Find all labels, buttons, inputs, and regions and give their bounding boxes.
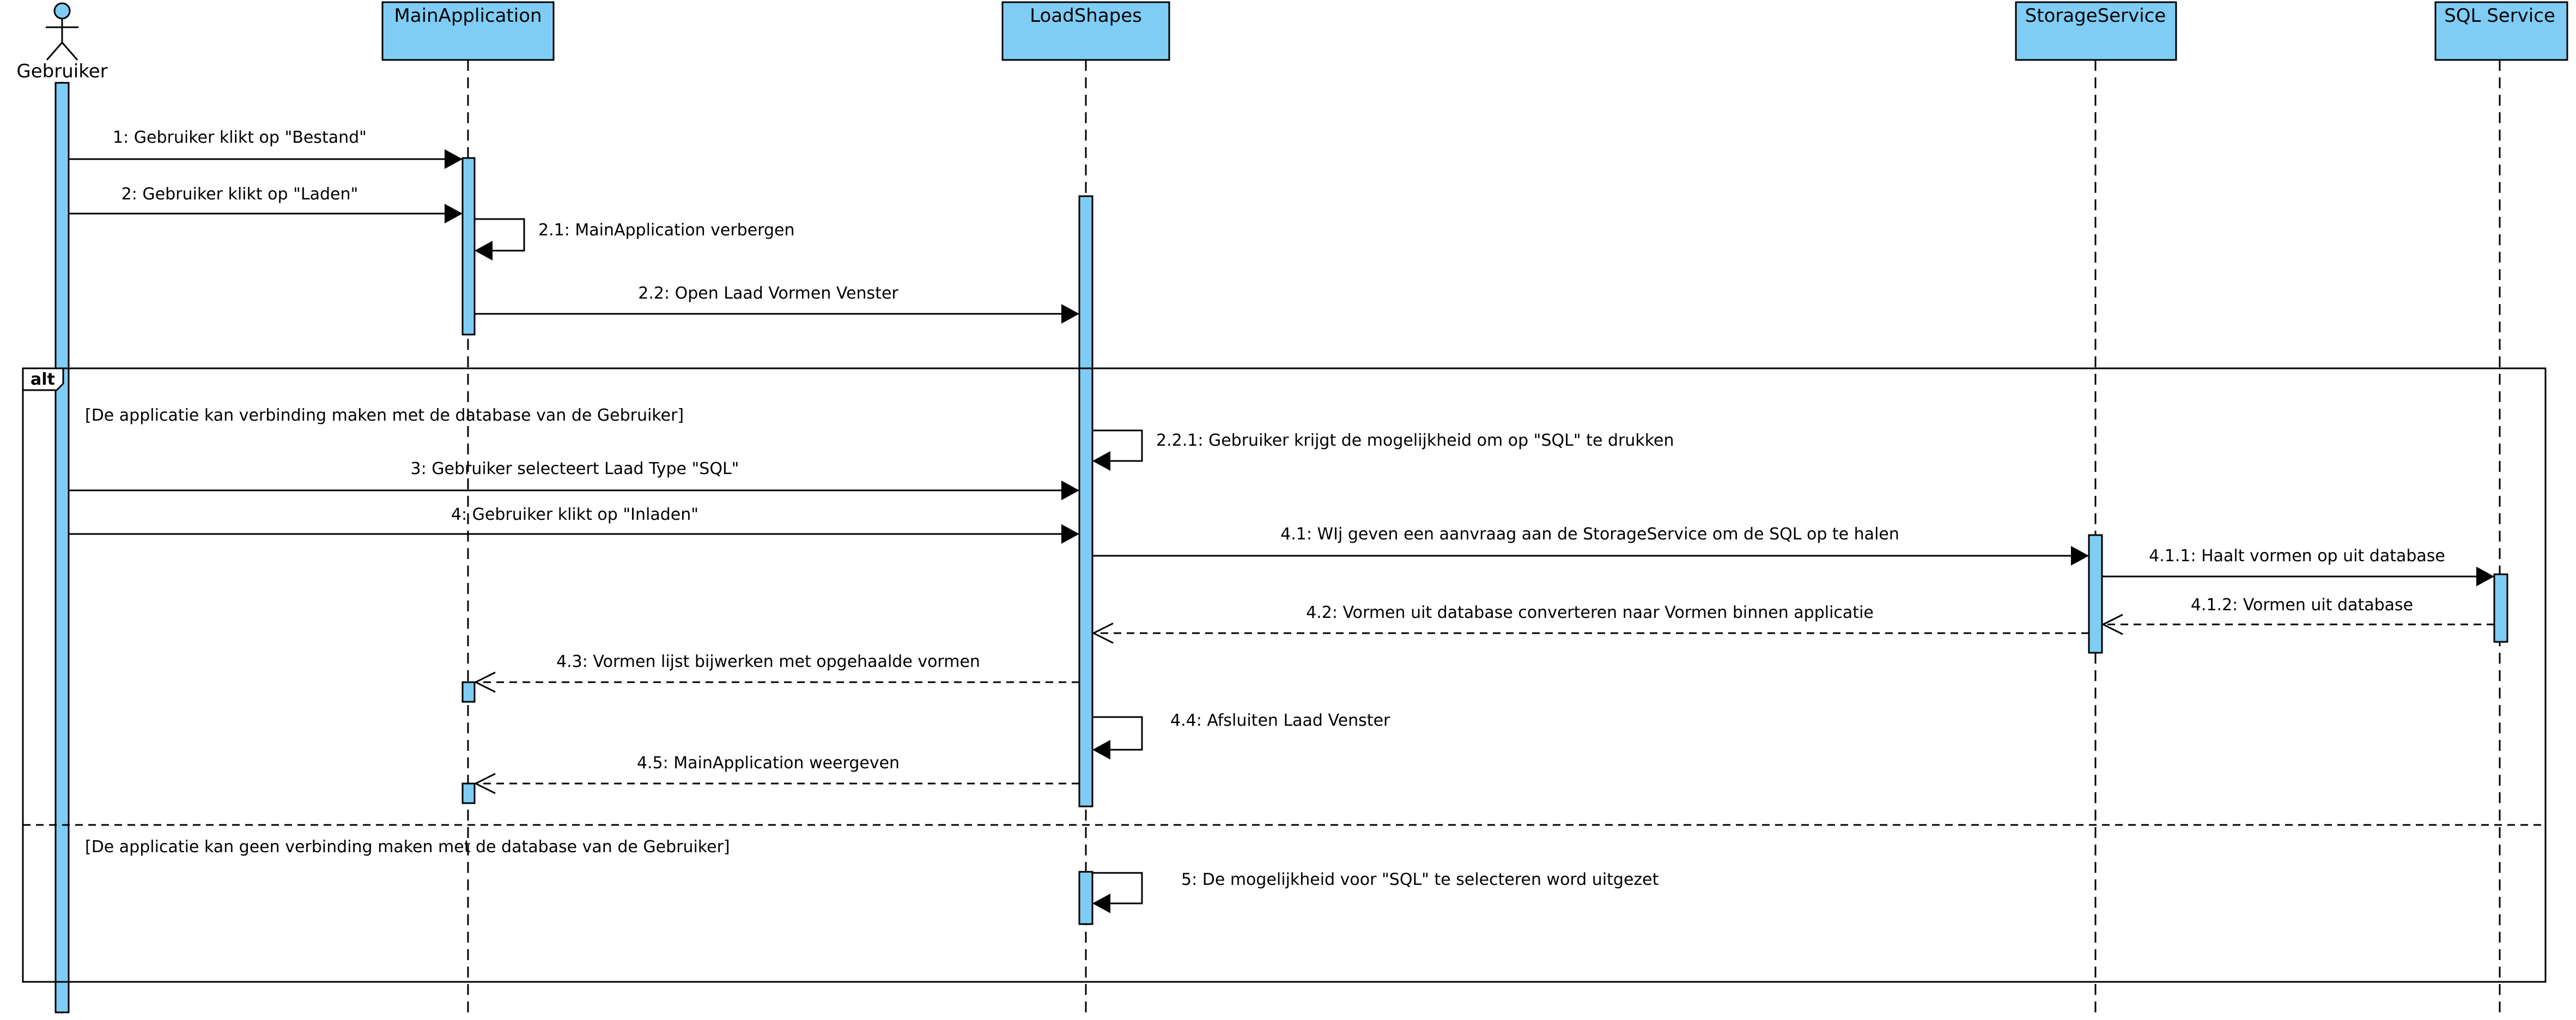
arrowhead-m4 <box>1061 524 1079 544</box>
activation-sqlservice <box>2493 573 2508 643</box>
actor-gebruiker-icon <box>46 2 78 60</box>
arrowhead-m42 <box>1091 622 1114 644</box>
participant-storageservice <box>2015 1 2177 61</box>
participant-mainapplication-label: MainApplication <box>394 5 542 27</box>
arrowhead-m221 <box>1092 451 1110 471</box>
activation-main-1 <box>461 157 476 336</box>
label-m44: 4.4: Afsluiten Laad Venster <box>1170 711 1390 730</box>
activation-gebruiker <box>54 82 70 1013</box>
label-m412: 4.1.2: Vormen uit database <box>2191 596 2413 615</box>
label-m5: 5: De mogelijkheid voor "SQL" te selecte… <box>1181 870 1659 889</box>
label-m22: 2.2: Open Laad Vormen Venster <box>638 284 898 303</box>
label-m43: 4.3: Vormen lijst bijwerken met opgehaal… <box>556 652 980 671</box>
participant-storageservice-label: StorageService <box>2025 5 2166 27</box>
activation-loadshapes-1 <box>1078 195 1093 807</box>
label-m3: 3: Gebruiker selecteert Laad Type "SQL" <box>411 459 739 478</box>
label-m21: 2.1: MainApplication verbergen <box>538 221 795 240</box>
arrowhead-m41 <box>2071 546 2089 566</box>
arrow-m44 <box>1092 716 1143 751</box>
participant-loadshapes-label: LoadShapes <box>1030 5 1142 27</box>
label-m45: 4.5: MainApplication weergeven <box>637 754 900 773</box>
arrowhead-m45 <box>473 773 496 794</box>
activation-loadshapes-2 <box>1078 871 1093 925</box>
alt-guard-1: [De applicatie kan verbinding maken met … <box>85 406 684 425</box>
activation-main-3 <box>461 782 476 804</box>
arrowhead-m5 <box>1092 894 1110 913</box>
alt-tag-label: alt <box>31 370 55 389</box>
participant-sqlservice <box>2434 1 2568 61</box>
arrowhead-m3 <box>1061 481 1079 500</box>
label-m41: 4.1: WIj geven een aanvraag aan de Stora… <box>1280 525 1899 544</box>
activation-storageservice <box>2088 534 2103 654</box>
arrowhead-m43 <box>473 671 496 693</box>
alt-frame <box>22 367 2547 983</box>
activation-main-2 <box>461 681 476 703</box>
alt-frame-tag <box>22 367 64 391</box>
arrowhead-m1 <box>445 149 463 169</box>
arrow-m221 <box>1092 429 1143 462</box>
arrowhead-m411 <box>2476 567 2494 586</box>
arrow-m5 <box>1092 872 1143 904</box>
label-m4: 4: Gebruiker klikt op "Inladen" <box>451 505 698 524</box>
alt-guard-2: [De applicatie kan geen verbinding maken… <box>85 837 730 857</box>
arrowhead-m2 <box>445 204 463 223</box>
arrowhead-m412 <box>2101 614 2123 635</box>
arrow-m21 <box>475 218 525 252</box>
label-m1: 1: Gebruiker klikt op "Bestand" <box>113 128 367 147</box>
participant-sqlservice-label: SQL Service <box>2444 5 2555 27</box>
arrowhead-m22 <box>1061 304 1079 324</box>
label-m411: 4.1.1: Haalt vormen op uit database <box>2149 547 2445 566</box>
label-m221: 2.2.1: Gebruiker krijgt de mogelijkheid … <box>1156 431 1674 450</box>
arrowhead-m44 <box>1092 740 1110 760</box>
label-m2: 2: Gebruiker klikt op "Laden" <box>121 185 359 204</box>
participant-mainapplication <box>381 1 555 61</box>
label-m42: 4.2: Vormen uit database converteren naa… <box>1306 603 1874 622</box>
actor-label: Gebruiker <box>16 60 107 82</box>
arrowhead-m21 <box>475 241 493 260</box>
participant-loadshapes <box>1001 1 1170 61</box>
